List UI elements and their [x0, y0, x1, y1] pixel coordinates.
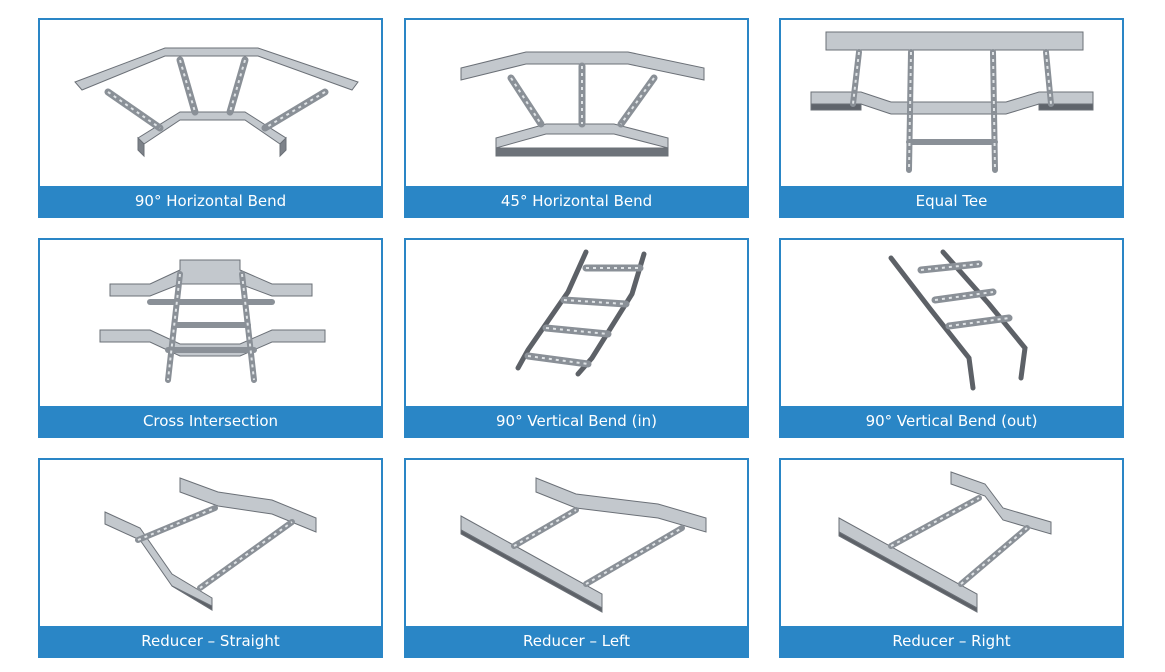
product-card-reducer-straight[interactable]: Reducer – Straight: [38, 458, 383, 658]
product-card-vertical-bend-out[interactable]: 90° Vertical Bend (out): [779, 238, 1124, 438]
product-caption: Reducer – Right: [781, 626, 1122, 656]
product-card-reducer-left[interactable]: Reducer – Left: [404, 458, 749, 658]
vertical-bend-in-icon: [515, 249, 647, 377]
horizontal-bend-45-icon: [460, 51, 705, 157]
product-caption: 45° Horizontal Bend: [406, 186, 747, 216]
product-caption: 90° Horizontal Bend: [40, 186, 381, 216]
product-caption: Equal Tee: [781, 186, 1122, 216]
product-card-reducer-right[interactable]: Reducer – Right: [779, 458, 1124, 658]
cross-intersection-icon: [99, 259, 326, 383]
product-caption: Reducer – Left: [406, 626, 747, 656]
product-caption: 90° Vertical Bend (out): [781, 406, 1122, 436]
product-card-equal-tee[interactable]: Equal Tee: [779, 18, 1124, 218]
product-card-cross-intersection[interactable]: Cross Intersection: [38, 238, 383, 438]
product-caption: Reducer – Straight: [40, 626, 381, 656]
reducer-right-icon: [838, 471, 1052, 613]
product-card-90-horizontal-bend[interactable]: 90° Horizontal Bend: [38, 18, 383, 218]
product-caption: Cross Intersection: [40, 406, 381, 436]
horizontal-bend-90-icon: [74, 47, 359, 158]
vertical-bend-out-icon: [888, 249, 1028, 391]
product-card-vertical-bend-in[interactable]: 90° Vertical Bend (in): [404, 238, 749, 438]
product-card-45-horizontal-bend[interactable]: 45° Horizontal Bend: [404, 18, 749, 218]
product-caption: 90° Vertical Bend (in): [406, 406, 747, 436]
reducer-straight-icon: [104, 477, 317, 611]
equal-tee-icon: [810, 31, 1094, 173]
reducer-left-icon: [460, 477, 707, 613]
